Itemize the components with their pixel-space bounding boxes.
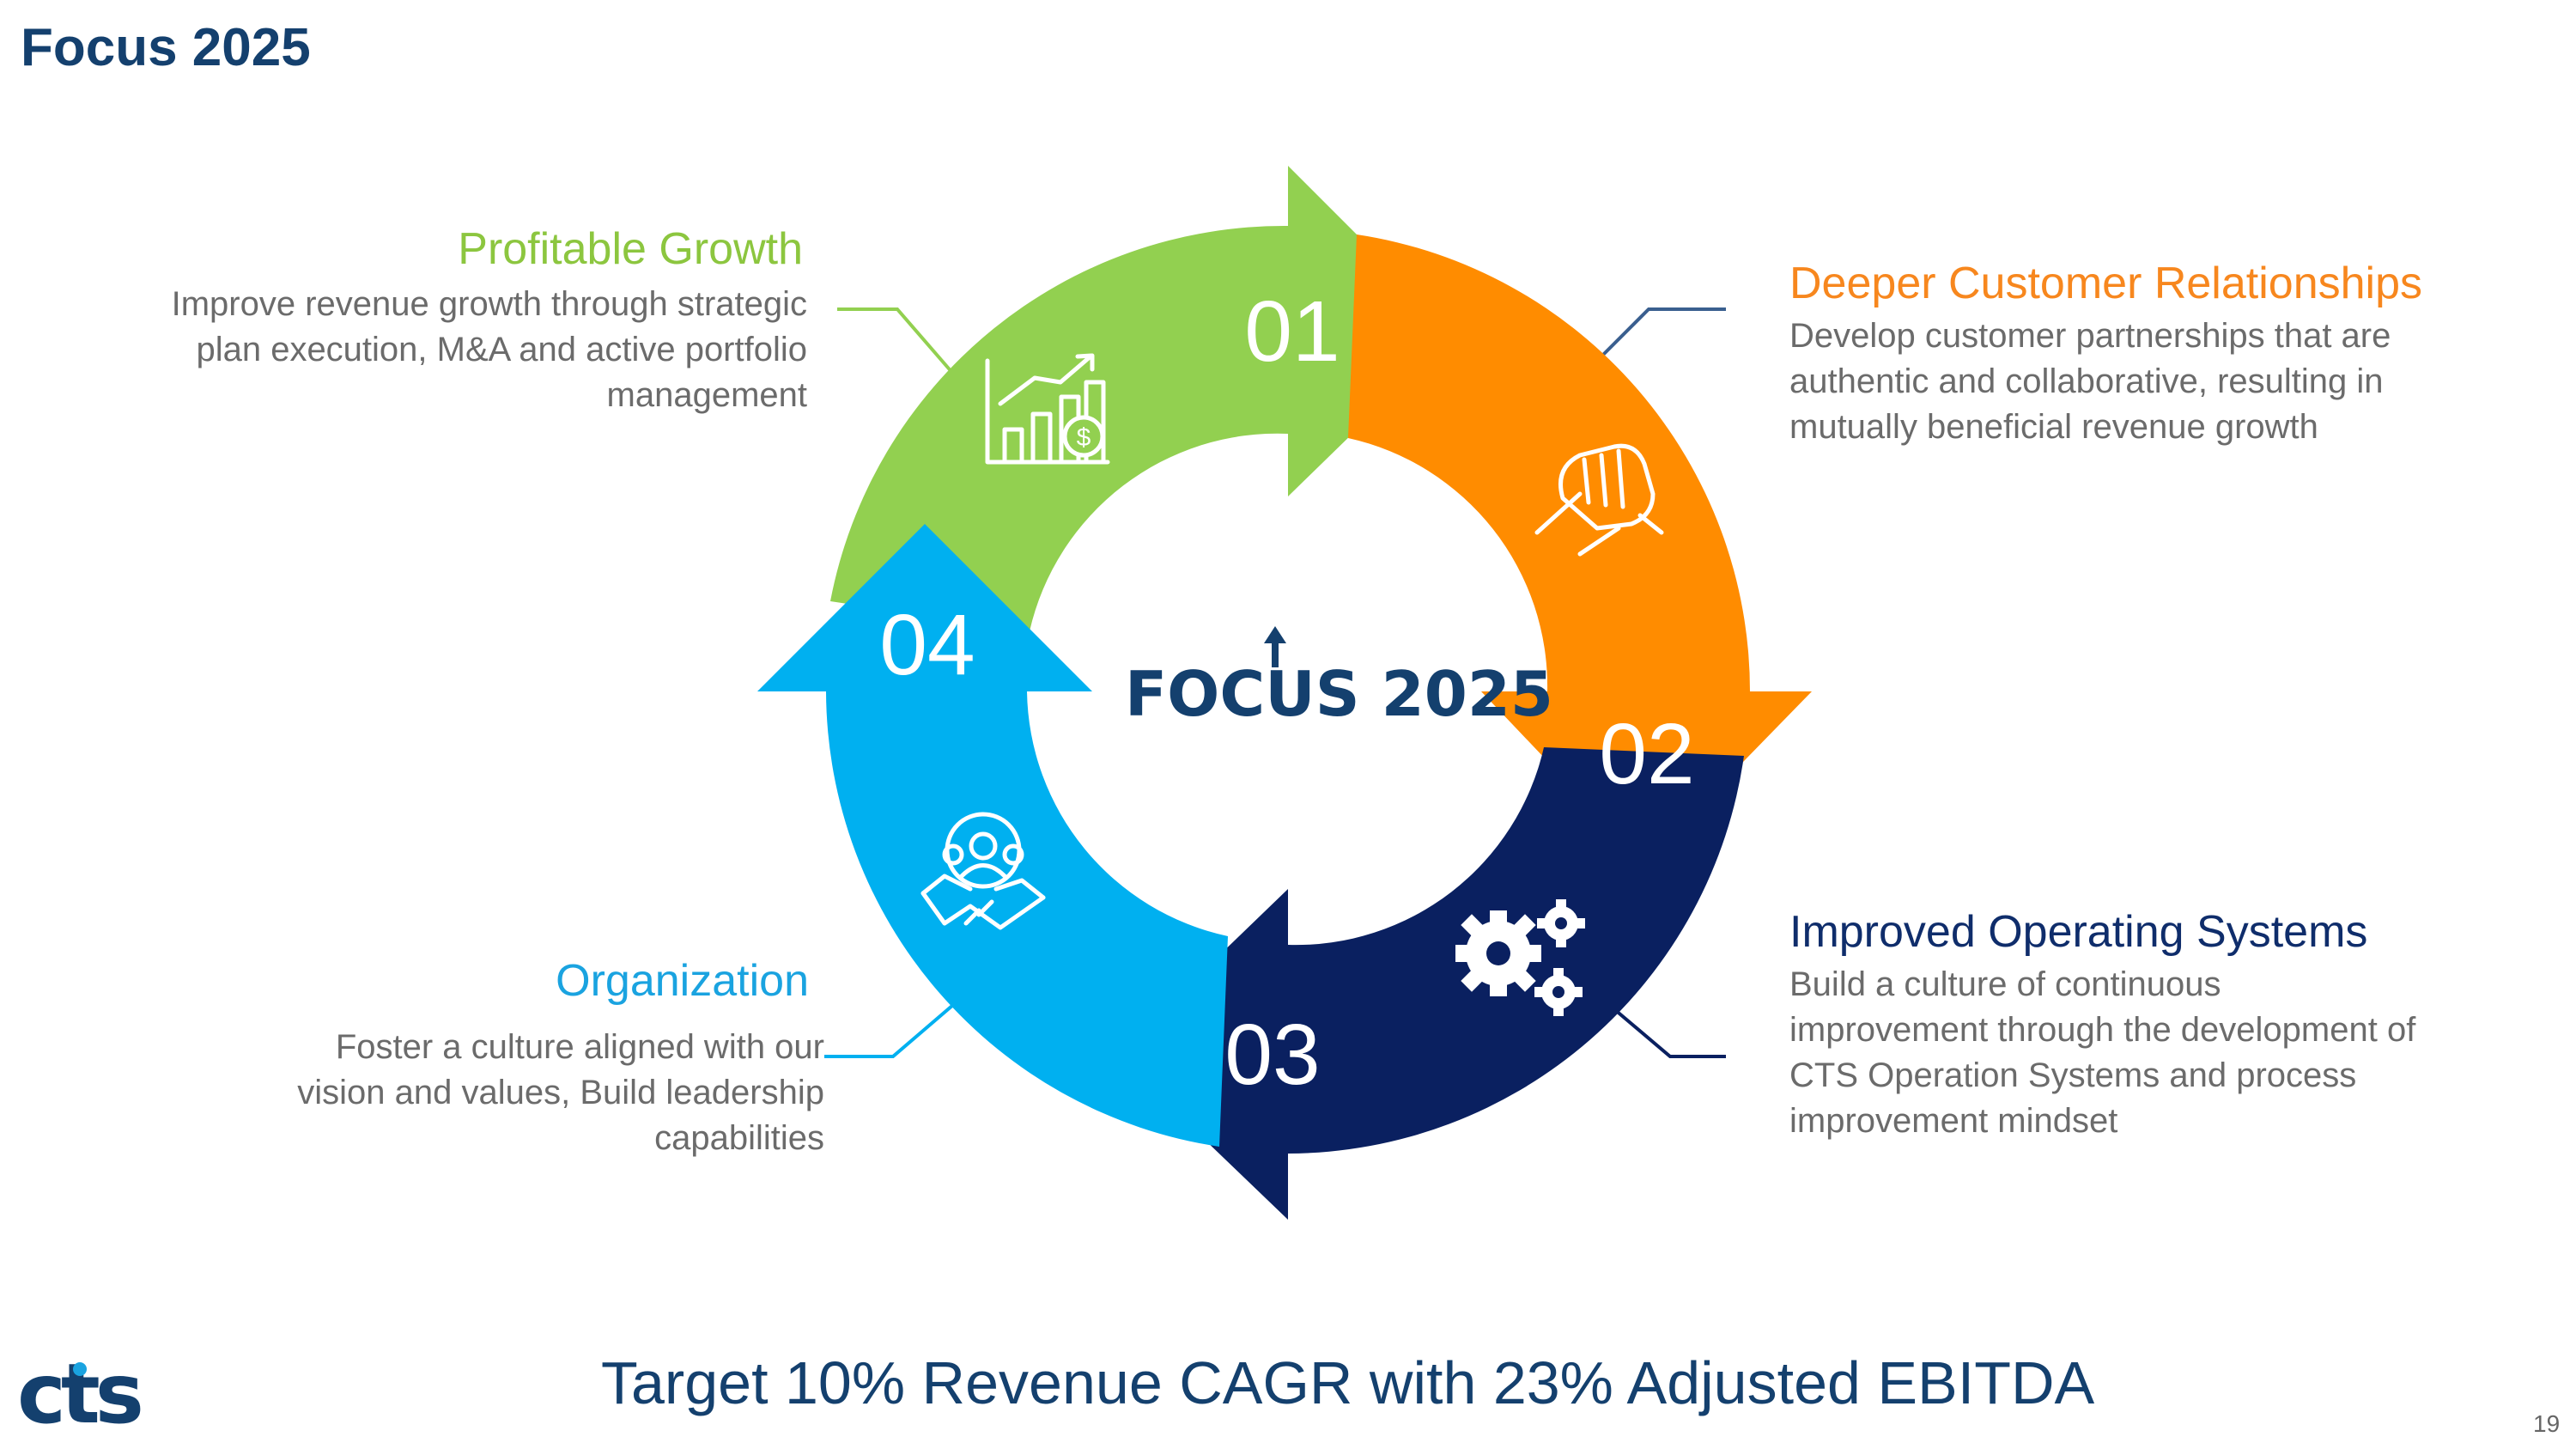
connector-line-02 [1595, 307, 1726, 362]
segment-04-number: 04 [879, 597, 975, 693]
gears-icon [1455, 899, 1585, 1016]
cts-logo: cts [17, 1346, 163, 1442]
pillar-03-description-line: improvement through the development of [1789, 1011, 2416, 1049]
connector-line-04 [824, 1003, 955, 1058]
target-statement: Target 10% Revenue CAGR with 23% Adjuste… [601, 1349, 2095, 1416]
pillar-02-title: Deeper Customer Relationships [1789, 259, 2423, 308]
pillar-04-description-line: Foster a culture aligned with our [335, 1028, 824, 1066]
pillar-04-description: Foster a culture aligned with our vision… [137, 1025, 824, 1161]
pillar-01-description-line: Improve revenue growth through strategic [171, 285, 807, 323]
connector-line-03 [1613, 1008, 1726, 1058]
pillar-03-description-line: CTS Operation Systems and process [1789, 1056, 2357, 1094]
connector-line-01 [837, 307, 955, 375]
focus-2025-logo: FOCUS 2025 [1116, 623, 1553, 730]
pillar-01-description-line: management [606, 376, 807, 414]
segment-01-number: 01 [1244, 283, 1340, 380]
pillar-04-description-line: vision and values, Build leadership [297, 1074, 824, 1111]
pillar-02-description: Develop customer partnerships that are a… [1789, 314, 2476, 450]
pillar-01-description: Improve revenue growth through strategic… [120, 282, 807, 418]
svg-text:$: $ [1077, 423, 1091, 452]
pillar-02-description-line: mutually beneficial revenue growth [1789, 408, 2318, 446]
pillar-04-description-line: capabilities [654, 1119, 824, 1157]
handshake-grip-icon [1534, 443, 1664, 557]
focus-2025-logo-text: FOCUS 2025 [1125, 658, 1553, 730]
segment-04-arrow [757, 524, 1228, 1147]
pillar-02-description-line: Develop customer partnerships that are [1789, 317, 2391, 355]
page-number: 19 [2533, 1410, 2561, 1437]
pillar-01-description-line: plan execution, M&A and active portfolio [196, 331, 807, 368]
segment-03-number: 03 [1224, 1007, 1320, 1103]
segment-02-number: 02 [1599, 706, 1694, 802]
segment-03-arrow [1116, 747, 1744, 1220]
pillar-03-description-line: improvement mindset [1789, 1102, 2118, 1140]
page-title: Focus 2025 [21, 18, 311, 77]
pillar-03-description: Build a culture of continuous improvemen… [1789, 962, 2528, 1144]
pillar-02-description-line: authentic and collaborative, resulting i… [1789, 362, 2384, 400]
pillar-01-title: Profitable Growth [458, 224, 803, 274]
pillar-03-title: Improved Operating Systems [1789, 907, 2368, 957]
segment-01-arrow [830, 166, 1455, 631]
segment-02-arrow [1348, 234, 1812, 863]
growth-chart-icon: $ [985, 353, 1110, 465]
pillar-04-title: Organization [556, 956, 809, 1006]
svg-text:cts: cts [17, 1346, 141, 1442]
team-handshake-icon [920, 812, 1046, 930]
pillar-03-description-line: Build a culture of continuous [1789, 965, 2221, 1003]
